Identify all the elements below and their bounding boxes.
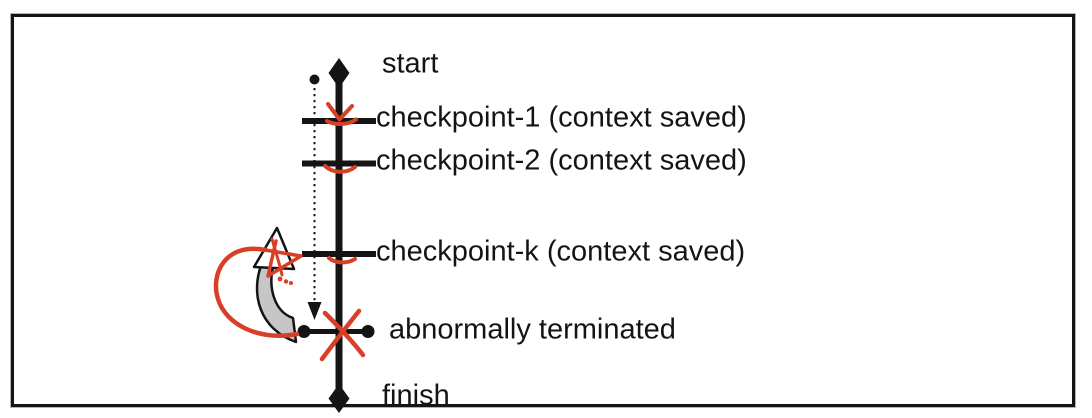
red-annotations bbox=[213, 102, 366, 362]
start-diamond-icon bbox=[328, 58, 350, 88]
red-dot-3 bbox=[289, 281, 293, 285]
checkpoint-2-dash-mark bbox=[323, 164, 357, 174]
checkpoint-k-dash-mark bbox=[327, 256, 357, 265]
checkpoint-1-dash-mark bbox=[325, 117, 358, 126]
progress-down-arrowhead-icon bbox=[307, 302, 322, 320]
rollback-red-scribble-stroke bbox=[270, 237, 284, 277]
rollback-arrow-band bbox=[255, 261, 298, 344]
rollback-red-loop bbox=[213, 246, 300, 338]
timeline-graphics bbox=[213, 58, 376, 413]
red-dot-1 bbox=[277, 276, 283, 282]
checkpoint-2-label: checkpoint-2 (context saved) bbox=[376, 144, 747, 177]
finish-diamond-icon bbox=[328, 384, 350, 413]
abnormal-right-dot bbox=[361, 325, 375, 338]
abnormal-left-dot bbox=[297, 325, 311, 338]
red-dot-2 bbox=[283, 279, 289, 284]
red-annotation-dots bbox=[277, 276, 293, 285]
progress-start-dot bbox=[309, 74, 320, 85]
abnormal-x-stroke-1 bbox=[322, 310, 366, 358]
rollback-red-scribble-arrow bbox=[257, 239, 303, 278]
abnormal-x-stroke-2 bbox=[319, 308, 362, 362]
checkpoint-1-label: checkpoint-1 (context saved) bbox=[376, 101, 747, 134]
start-label: start bbox=[382, 47, 439, 80]
checkpoint-1-check-mark bbox=[326, 102, 354, 122]
finish-label: finish bbox=[382, 379, 450, 412]
diagram-frame: start checkpoint-1 (context saved) check… bbox=[10, 13, 1076, 413]
checkpoint-k-label: checkpoint-k (context saved) bbox=[376, 235, 746, 268]
abnormally-terminated-label: abnormally terminated bbox=[389, 313, 676, 346]
